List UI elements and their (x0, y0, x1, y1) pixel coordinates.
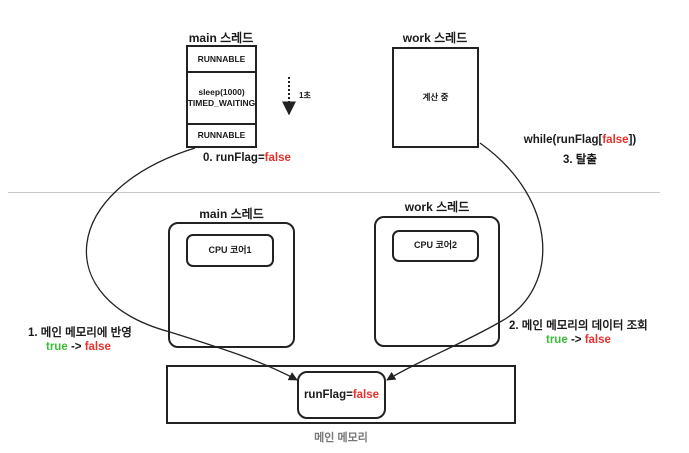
state-label: sleep(1000) (198, 87, 245, 98)
top-work-thread-box: 계산 중 (392, 47, 479, 148)
step1-from: true (46, 341, 68, 353)
top-main-thread-box: RUNNABLE sleep(1000) TIMED_WAITING RUNNA… (186, 45, 257, 148)
state-label: TIMED_WAITING (187, 98, 256, 108)
runflag-variable-box: runFlag=false (297, 371, 386, 419)
runflag-value: false (352, 388, 380, 401)
step3-exit-label: 3. 탈출 (563, 154, 597, 166)
top-main-thread-title: main 스레드 (188, 31, 254, 45)
step1-label: 1. 메인 메모리에 반영 (28, 327, 132, 339)
cpu-core1-label: CPU 코어1 (208, 244, 252, 255)
while-suffix: ]) (628, 134, 637, 146)
step0-label: 0. runFlag=false (203, 152, 291, 164)
state-label: RUNNABLE (197, 53, 246, 64)
step2-transition: true -> false (546, 334, 611, 346)
work-status-label: 계산 중 (422, 92, 449, 103)
while-text: while(runFlag[ (523, 134, 603, 146)
step1-transition: true -> false (46, 341, 111, 353)
section-divider (8, 192, 660, 193)
step1-arrow: -> (70, 341, 82, 353)
step0-text: 0. runFlag= (203, 152, 265, 164)
runflag-name: runFlag= (303, 388, 353, 401)
step1-to: false (84, 341, 111, 353)
cpu-core2-label: CPU 코어2 (413, 240, 458, 251)
while-loop-label: while(runFlag[false]) (520, 134, 640, 146)
step2-to: false (584, 334, 611, 346)
state-runnable-2: RUNNABLE (188, 125, 255, 146)
cpu-core1-box: CPU 코어1 (186, 234, 274, 267)
top-work-thread-title: work 스레드 (402, 31, 468, 45)
step0-value: false (264, 152, 291, 164)
cpu-core2-box: CPU 코어2 (392, 230, 479, 262)
state-timed-waiting: sleep(1000) TIMED_WAITING (188, 73, 255, 125)
state-runnable-1: RUNNABLE (188, 47, 255, 73)
bottom-work-thread-title: work 스레드 (404, 200, 470, 214)
runflag-variable: runFlag=false (304, 388, 379, 402)
step2-label: 2. 메인 메모리의 데이터 조회 (509, 320, 648, 332)
state-label: RUNNABLE (197, 130, 246, 141)
main-memory-label: 메인 메모리 (314, 432, 368, 444)
step2-arrow: -> (570, 334, 582, 346)
sleep-duration-label: 1초 (299, 91, 311, 100)
while-value: false (602, 134, 629, 146)
step2-from: true (546, 334, 568, 346)
bottom-main-thread-title: main 스레드 (199, 207, 264, 221)
